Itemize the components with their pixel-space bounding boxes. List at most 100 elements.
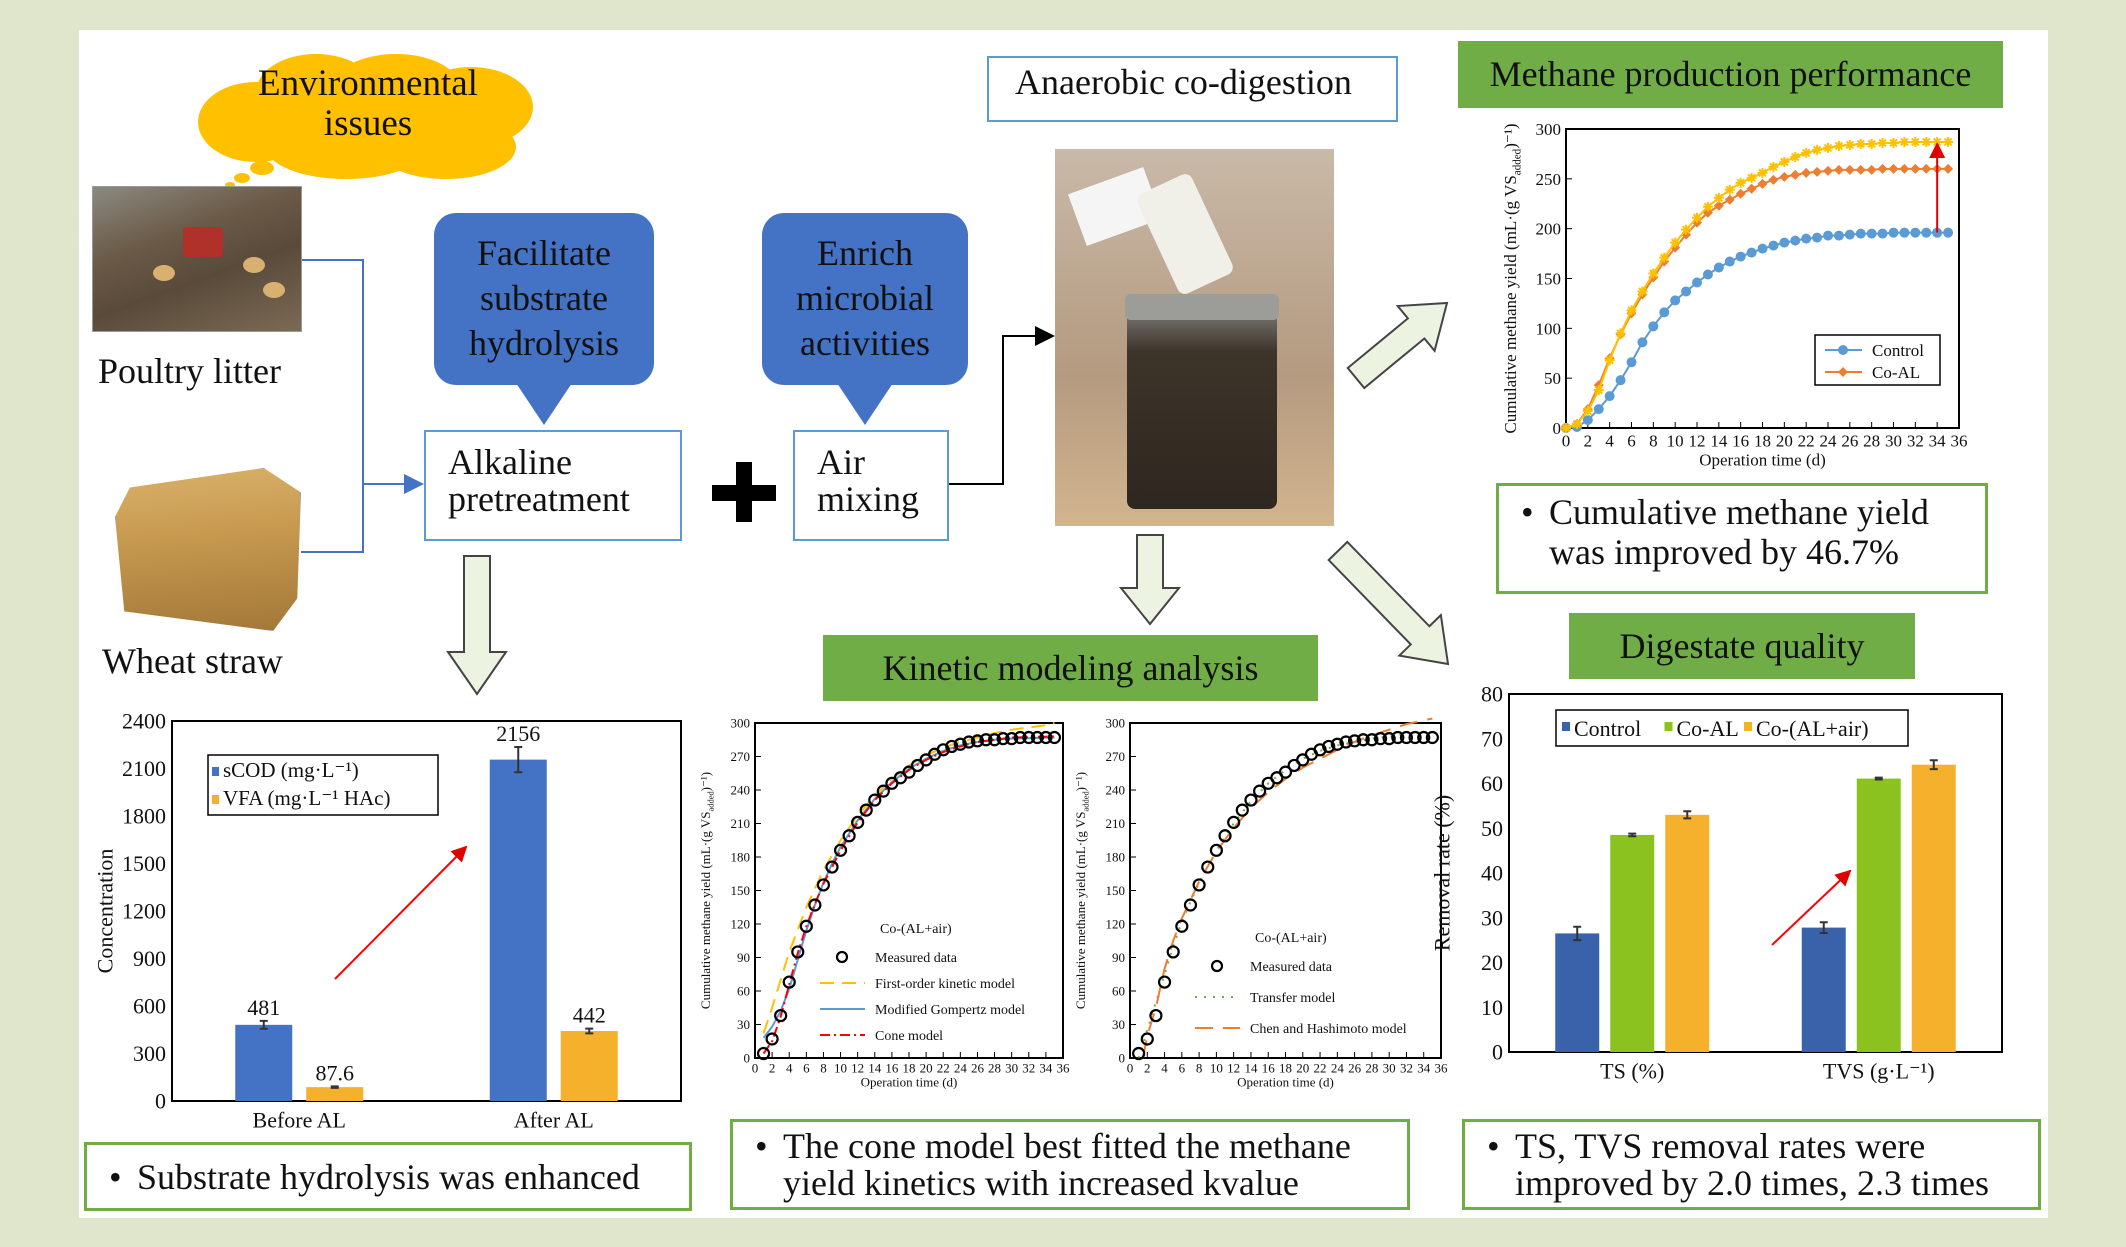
x-tick-label: 6	[803, 1060, 810, 1075]
data-point	[1571, 419, 1582, 430]
y-tick-label: 900	[133, 946, 166, 971]
x-tick-label: 14	[1710, 432, 1728, 451]
bar	[489, 759, 547, 1101]
error-bar	[330, 1085, 339, 1089]
data-point	[1175, 919, 1189, 933]
bar	[1555, 933, 1600, 1052]
bullet-text: was improved by 46.7%	[1549, 532, 1899, 572]
x-tick-label: 30	[1383, 1060, 1396, 1075]
legend-label: Modified Gompertz model	[875, 1003, 1025, 1018]
x-tick-label: 18	[903, 1060, 916, 1075]
data-point	[1140, 1032, 1154, 1046]
data-point	[1626, 305, 1637, 316]
error-bar	[1628, 832, 1637, 838]
legend-label: First-order kinetic model	[875, 977, 1015, 992]
data-point	[1373, 732, 1388, 746]
data-point	[1681, 286, 1692, 297]
y-label-end: )⁻¹)	[1073, 772, 1088, 791]
data-point	[825, 860, 839, 874]
x-tick-label: 24	[1820, 432, 1838, 451]
data-point	[1593, 404, 1604, 415]
x-tick-label: 6	[1627, 432, 1636, 451]
x-tick-label: 4	[1605, 432, 1614, 451]
data-point	[1823, 230, 1833, 241]
y-tick-label: 20	[1481, 950, 1503, 975]
data-point	[1322, 739, 1336, 754]
data-label: 2156	[496, 721, 540, 746]
y-tick-label: 2100	[122, 756, 166, 781]
data-point	[1391, 730, 1405, 745]
data-point	[1132, 1046, 1146, 1061]
y-label-main: Cumulative methane yield (mL·(g VS	[1073, 811, 1088, 1009]
plot-frame	[171, 720, 682, 1102]
y-tick-label: 300	[1106, 716, 1126, 731]
data-point	[1768, 240, 1779, 251]
data-point	[1844, 164, 1855, 175]
callout-line: Facilitate	[477, 233, 611, 273]
data-point	[1921, 227, 1932, 238]
x-tick-label: 36	[1057, 1060, 1071, 1075]
y-tick-label: 30	[737, 1017, 750, 1032]
legend-box	[1555, 709, 1909, 747]
y-tick-label: 60	[1481, 771, 1503, 796]
y-tick-label: 300	[133, 1041, 166, 1066]
legend-label: Co-AL	[1872, 363, 1920, 382]
data-point	[1801, 167, 1812, 178]
data-point	[1604, 355, 1615, 366]
x-tick-label: 30	[1885, 432, 1902, 451]
data-point	[1899, 227, 1910, 238]
y-tick-label: 0	[1119, 1051, 1126, 1066]
error-bar	[1874, 776, 1883, 781]
data-point	[996, 732, 1010, 746]
cloud-line-2: issues	[323, 103, 413, 144]
y-label-sub: added	[705, 791, 715, 812]
y-tick-label: 300	[731, 716, 751, 731]
block-arrow-icon	[1346, 301, 1449, 390]
data-point	[1812, 232, 1823, 243]
data-point	[1604, 391, 1615, 402]
data-point	[1330, 737, 1344, 751]
data-point	[1670, 237, 1681, 248]
data-point	[1227, 815, 1241, 829]
x-tick-label: 34	[1929, 432, 1947, 451]
x-tick-label: 10	[834, 1060, 847, 1075]
legend-swatch	[1664, 722, 1673, 731]
x-tick-label: 36	[1435, 1060, 1449, 1075]
x-tick-label: 2	[1144, 1060, 1151, 1075]
kinetic-modeling-header: Kinetic modeling analysis	[823, 635, 1318, 701]
x-tick-label: 14	[868, 1060, 882, 1075]
data-point	[1910, 163, 1921, 174]
data-point	[1724, 256, 1735, 267]
y-tick-label: 40	[1481, 861, 1503, 886]
data-point	[1801, 147, 1812, 158]
data-point	[1888, 163, 1899, 174]
air-to-digester-arrow	[949, 326, 1055, 485]
data-point	[1746, 183, 1757, 194]
data-point	[1149, 1008, 1163, 1023]
data-point	[1823, 165, 1833, 176]
legend-swatch	[212, 767, 219, 776]
chicken-shape	[263, 282, 285, 298]
error-bar	[514, 745, 523, 774]
data-point	[1637, 337, 1648, 348]
y-tick-label: 2400	[122, 709, 166, 734]
data-point	[1757, 243, 1768, 254]
chart-title: Co-(AL+air)	[880, 922, 952, 937]
bar	[235, 1024, 293, 1101]
data-point	[945, 739, 959, 754]
bar	[1911, 764, 1956, 1052]
legend-label: Co-AL	[1677, 716, 1739, 741]
callout-line: activities	[800, 323, 930, 363]
y-tick-label: 1800	[122, 804, 166, 829]
data-point	[1365, 733, 1379, 747]
data-point	[1855, 164, 1866, 175]
bullet-text: The cone model best fitted the methane	[783, 1126, 1351, 1166]
data-point	[1692, 212, 1702, 223]
legend-swatch	[1744, 722, 1752, 731]
x-tick-label: 28	[988, 1060, 1001, 1075]
data-point	[1593, 385, 1604, 396]
y-axis-label: Cumulative methane yield (mL·(g VSadded)…	[698, 772, 715, 1009]
